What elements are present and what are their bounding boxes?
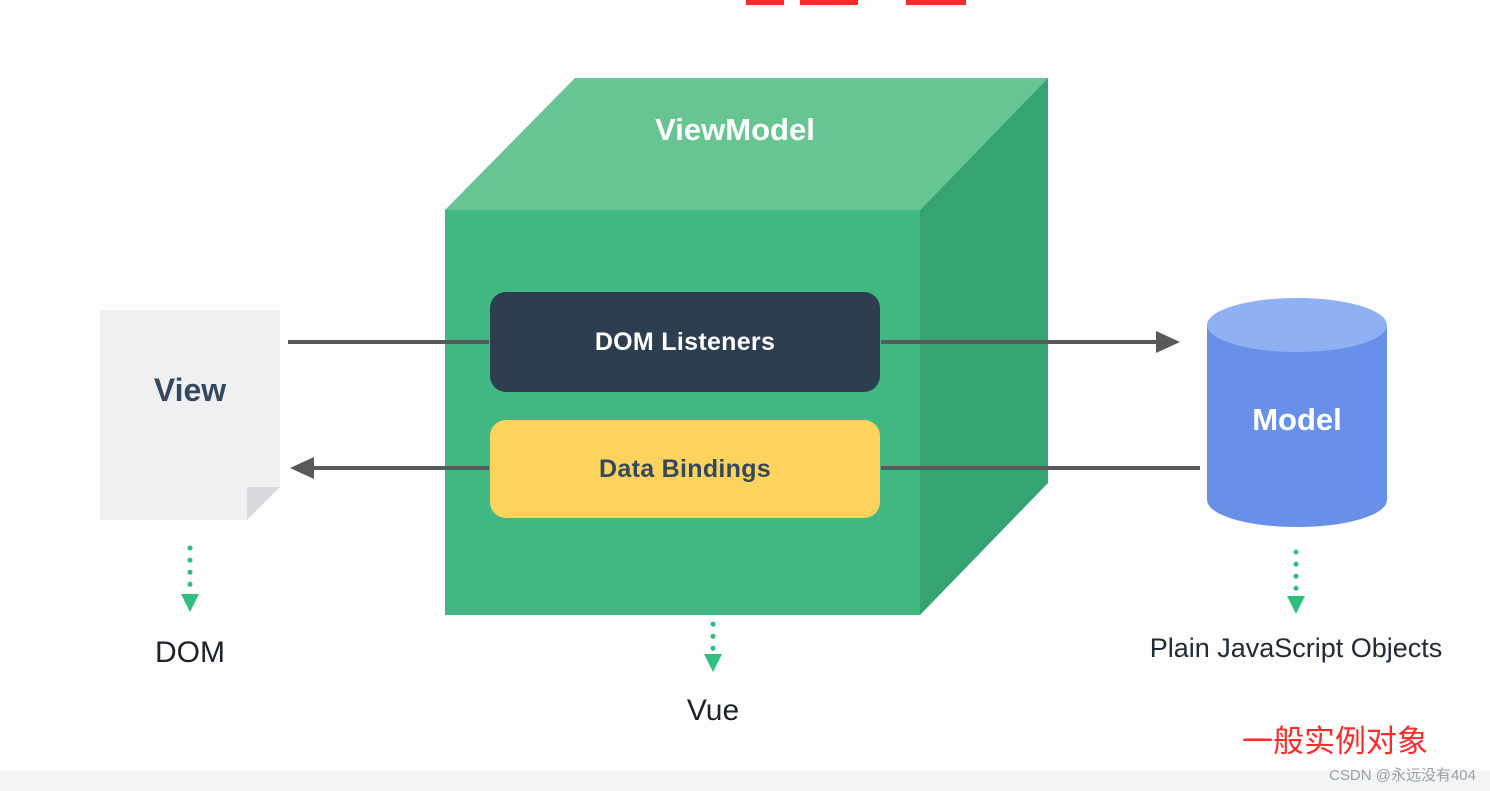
cropped-red-underline-icon [906,0,966,5]
view-dotted-arrowhead-icon [181,594,199,612]
arrowhead-left-icon [290,457,314,479]
model-cylinder-icon [1207,298,1387,527]
bottom-strip [0,771,1490,791]
view-label: View [153,372,227,408]
annotation-text: 一般实例对象 [1242,724,1428,759]
viewmodel-dotted-arrowhead-icon [704,654,722,672]
document-folded-corner [247,487,280,520]
document-sheet [100,310,280,520]
viewmodel-title: ViewModel [655,112,815,147]
data-bindings-label: Data Bindings [599,454,771,483]
watermark-text: CSDN @永远没有404 [1329,767,1476,784]
cropped-red-underline-icon [800,0,858,5]
cylinder-top [1207,298,1387,352]
cropped-red-underline-icon [746,0,784,5]
dotted-arrows [187,545,1299,653]
model-dotted-arrowhead-icon [1287,596,1305,614]
view-document-icon [100,310,280,520]
data-bindings-box: Data Bindings [490,420,880,518]
arrowhead-right-icon [1156,331,1180,353]
cube-top-face [445,78,1048,210]
data-flow-arrows [288,331,1200,479]
cube-side-face [920,78,1048,615]
cylinder-body [1207,325,1387,527]
view-caption-dom: DOM [155,636,225,669]
dom-listeners-box: DOM Listeners [490,292,880,392]
dom-listeners-label: DOM Listeners [594,327,776,356]
viewmodel-caption-vue: Vue [686,694,740,727]
cube-front-face [445,210,920,615]
model-caption-plain-js-objects: Plain JavaScript Objects [1149,633,1443,663]
dotted-arrowheads [181,594,1305,672]
model-label: Model [1252,402,1342,437]
